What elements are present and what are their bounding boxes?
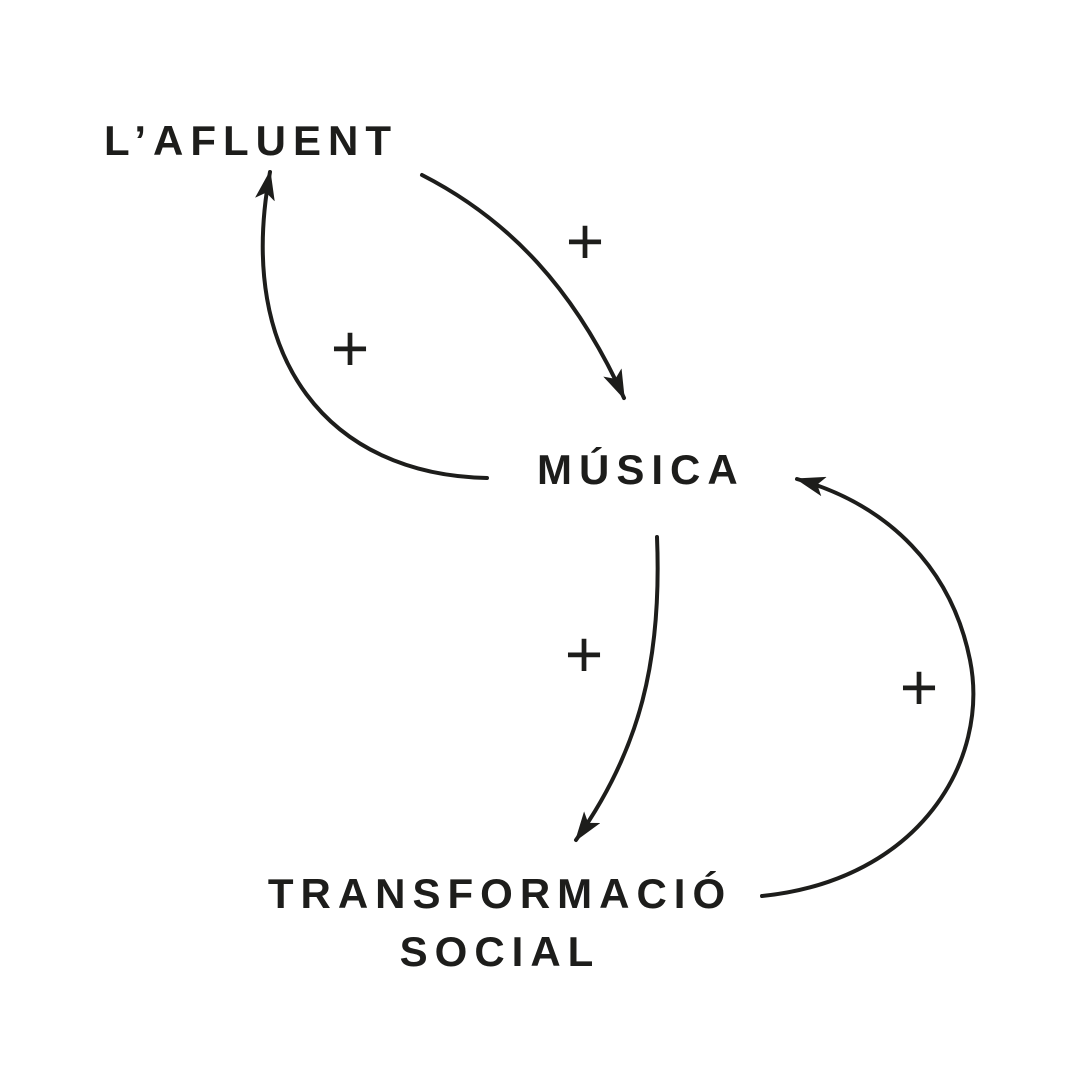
node-afluent-label: L’AFLUENT: [104, 117, 398, 164]
link-transformacio-to-musica: [760, 476, 976, 898]
node-transformacio-line2: SOCIAL: [400, 928, 601, 975]
link-musica-to-afluent: [255, 170, 489, 480]
link-afluent-to-musica: [420, 173, 626, 400]
polarity-sign-transformacio-to-musica: +: [900, 650, 939, 724]
node-transformacio-line1: TRANSFORMACIÓ: [268, 869, 732, 917]
link-musica-to-transformacio: [574, 535, 660, 842]
polarity-sign-afluent-to-musica: +: [566, 204, 605, 278]
node-musica-label: MÚSICA: [537, 445, 745, 493]
polarity-sign-musica-to-transformacio: +: [565, 617, 604, 691]
polarity-sign-musica-to-afluent: +: [331, 311, 370, 385]
